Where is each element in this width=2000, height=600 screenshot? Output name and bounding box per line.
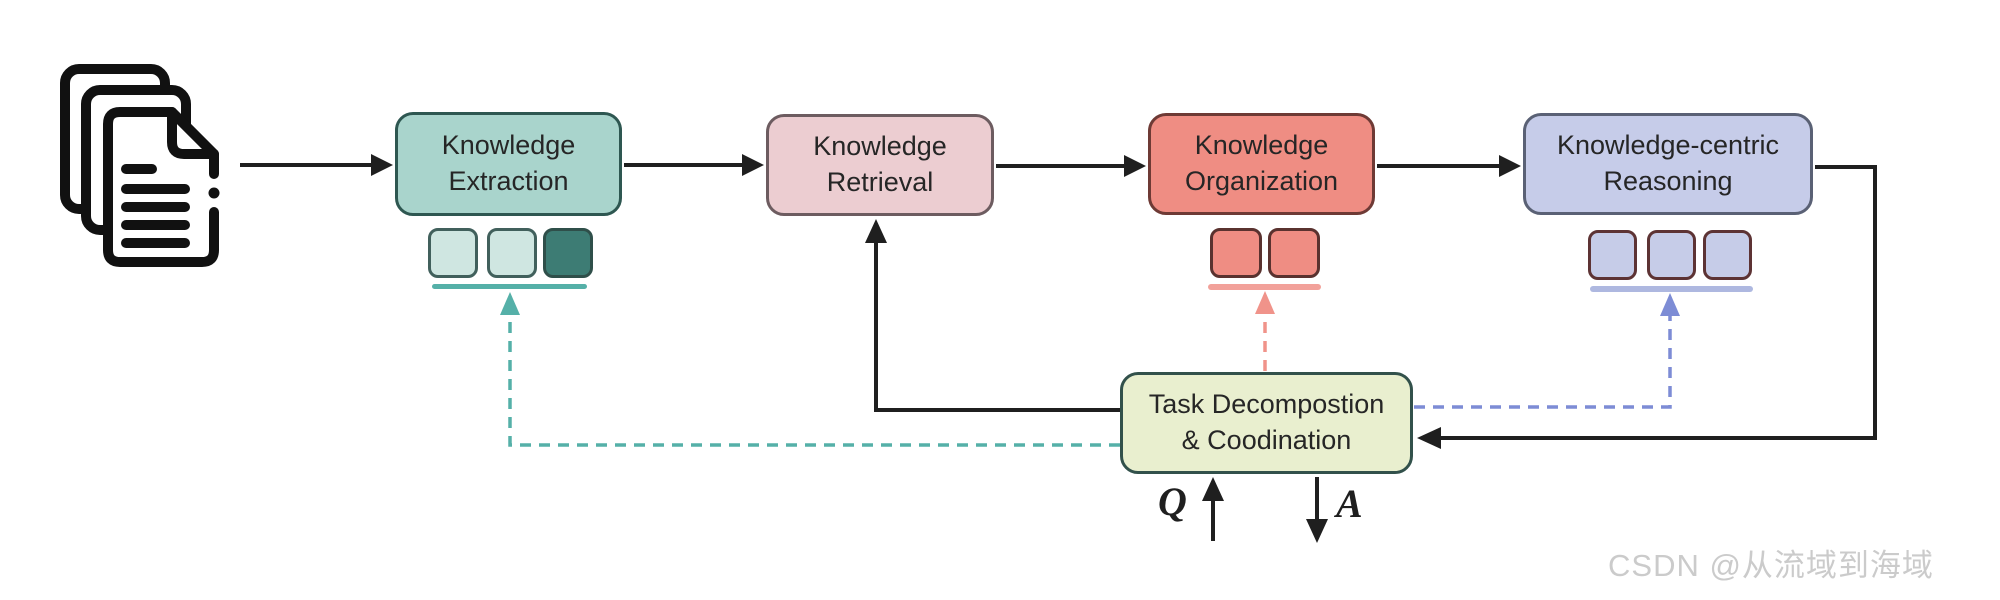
- node-knowledge-extraction: Knowledge Extraction: [395, 112, 622, 216]
- node-knowledge-centric-reasoning-label: Knowledge-centric Reasoning: [1556, 130, 1780, 196]
- extraction-memory-square-1: [428, 228, 478, 278]
- dashed-arrow-task-to-organization: [1255, 291, 1275, 371]
- node-task-decomposition-coordination-label: Task Decompostion & Coodination: [1148, 389, 1385, 455]
- node-task-decomposition-coordination: Task Decompostion & Coodination: [1120, 372, 1413, 474]
- node-knowledge-organization-label: Knowledge Organization: [1184, 130, 1339, 196]
- arrow-extraction-to-retrieval: [624, 154, 764, 176]
- organization-memory-square-2: [1268, 228, 1320, 278]
- answer-label: A: [1336, 481, 1363, 526]
- extraction-memory-square-3: [543, 228, 593, 278]
- query-label: Q: [1158, 479, 1187, 524]
- reasoning-memory-square-1: [1588, 230, 1637, 280]
- document-dot: [208, 187, 220, 199]
- arrow-reasoning-feedback-to-task: [1417, 165, 1877, 449]
- document-text-lines: [121, 164, 190, 248]
- watermark: CSDN @从流域到海域: [1608, 548, 1934, 583]
- extraction-memory-square-2: [487, 228, 537, 278]
- node-knowledge-retrieval: Knowledge Retrieval: [766, 114, 994, 216]
- node-knowledge-retrieval-label: Knowledge Retrieval: [813, 131, 947, 197]
- reasoning-memory-square-2: [1647, 230, 1696, 280]
- arrow-task-to-retrieval: [865, 219, 1120, 412]
- dashed-arrow-task-to-extraction: [500, 292, 1120, 447]
- arrow-answer-output: [1306, 477, 1328, 543]
- organization-memory-square-1: [1210, 228, 1262, 278]
- arrow-retrieval-to-organization: [996, 155, 1146, 177]
- arrow-organization-to-reasoning: [1377, 155, 1521, 177]
- reasoning-memory-underline: [1590, 286, 1753, 292]
- documents-icon: [60, 64, 220, 267]
- node-knowledge-organization: Knowledge Organization: [1148, 113, 1375, 215]
- reasoning-memory-square-3: [1703, 230, 1752, 280]
- organization-memory-underline: [1208, 284, 1321, 290]
- node-knowledge-centric-reasoning: Knowledge-centric Reasoning: [1523, 113, 1813, 215]
- extraction-memory-underline: [432, 284, 587, 289]
- arrow-query-input: [1202, 477, 1224, 541]
- node-knowledge-extraction-label: Knowledge Extraction: [441, 130, 576, 196]
- arrow-documents-to-extraction: [240, 154, 393, 176]
- document-fold-corner: [167, 107, 219, 159]
- dashed-arrow-task-to-reasoning: [1414, 293, 1680, 409]
